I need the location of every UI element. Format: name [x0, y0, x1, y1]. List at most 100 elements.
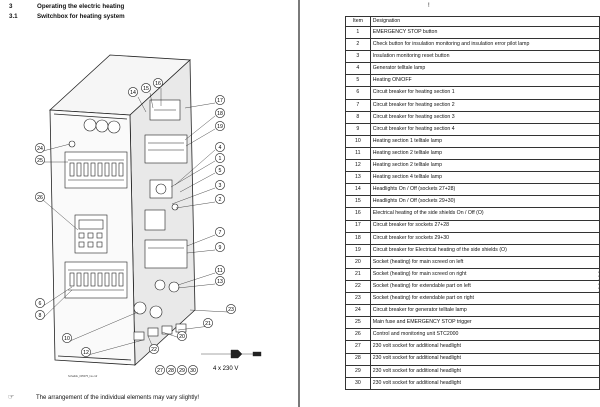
socket-icon — [149, 305, 163, 319]
designation-text: Check button for insulation monitoring a… — [369, 38, 600, 52]
callout-circle — [215, 108, 225, 118]
callout-circle — [153, 78, 163, 88]
callout-number: 10 — [64, 336, 70, 342]
footnote-text: The arrangement of the individual elemen… — [36, 395, 200, 401]
callout-12: 12 — [81, 347, 91, 357]
item-number: 1 — [345, 25, 371, 40]
callout-number: 15 — [143, 86, 149, 92]
designation-text: Socket (heating) for main screed on righ… — [369, 267, 600, 281]
column-header-designation: Designation — [369, 16, 600, 27]
item-number: 19 — [345, 243, 371, 257]
callout-circle — [35, 155, 45, 165]
callout-14: 14 — [128, 87, 138, 97]
callout-number: 30 — [190, 368, 196, 374]
designation-text: Circuit breaker for heating section 4 — [369, 122, 600, 136]
callout-circle — [155, 365, 165, 375]
designation-text: Circuit breaker for generator telltale l… — [369, 304, 600, 318]
designation-text: 230 volt socket for additional headlight — [369, 340, 600, 354]
callout-number: 26 — [37, 195, 43, 201]
designation-text: Circuit breaker for heating section 1 — [369, 86, 600, 100]
table-header-row: Item Designation — [345, 16, 600, 27]
callout-circle — [177, 365, 187, 375]
item-number: 12 — [345, 159, 371, 173]
callout-15: 15 — [141, 83, 151, 93]
item-number: 23 — [345, 292, 371, 306]
callout-circle — [35, 192, 45, 202]
item-number: 14 — [345, 183, 371, 197]
callout-29: 29 — [177, 365, 187, 375]
callout-circle — [215, 95, 225, 105]
designation-text: Heating section 2 telltale lamp — [369, 159, 600, 173]
designation-text: Circuit breaker for Electrical heating o… — [369, 243, 600, 257]
callout-number: 13 — [217, 279, 223, 285]
generator-telltale-lamp-icon — [68, 140, 76, 148]
callout-number: 19 — [217, 124, 223, 130]
callout-9: 9 — [215, 242, 225, 252]
callout-number: 29 — [179, 368, 185, 374]
callout-circle — [215, 180, 225, 190]
column-header-item: Item — [345, 16, 371, 27]
callout-circle — [141, 83, 151, 93]
callout-13: 13 — [215, 276, 225, 286]
callout-number: 1 — [219, 156, 222, 162]
callout-circle — [62, 333, 72, 343]
callout-27: 27 — [155, 365, 165, 375]
callout-circle — [226, 304, 236, 314]
callout-circle — [149, 344, 159, 354]
callout-3: 3 — [215, 180, 225, 190]
designation-text: Heating section 1 telltale lamp — [369, 134, 600, 148]
item-number: 16 — [345, 207, 371, 221]
designation-text: Main fuse and EMERGENCY STOP trigger — [369, 316, 600, 330]
callout-21: 21 — [203, 318, 213, 328]
callout-number: 7 — [219, 230, 222, 236]
callout-number: 28 — [168, 368, 174, 374]
item-number: 21 — [345, 267, 371, 281]
item-number: 3 — [345, 50, 371, 64]
callout-circle — [35, 310, 45, 320]
callout-number: 16 — [155, 81, 161, 87]
callout-circle — [81, 347, 91, 357]
callout-number: 2 — [219, 197, 222, 203]
callout-number: 5 — [219, 168, 222, 174]
section-title: Operating the electric heating — [37, 3, 125, 10]
callout-number: 23 — [228, 307, 234, 313]
item-number: 11 — [345, 146, 371, 161]
callout-5: 5 — [215, 165, 225, 175]
drawing-code: Schaltök_035075_lnu.cdr — [68, 375, 98, 378]
item-number: 5 — [345, 74, 371, 88]
callout-circle — [166, 365, 176, 375]
callout-10: 10 — [62, 333, 72, 343]
designation-text: Circuit breaker for sockets 27+28 — [369, 219, 600, 233]
callout-circle — [128, 87, 138, 97]
callout-19: 19 — [215, 121, 225, 131]
callout-6: 6 — [35, 298, 45, 308]
designation-text: 230 volt socket for additional headlight — [369, 352, 600, 366]
voltage-label: 4 x 230 V — [213, 366, 238, 372]
callout-circle — [215, 276, 225, 286]
emergency-stop-icon — [155, 183, 167, 195]
item-number: 2 — [345, 38, 371, 52]
callout-16: 16 — [153, 78, 163, 88]
callout-number: 22 — [151, 347, 157, 353]
left-page: 3 Operating the electric heating 3.1 Swi… — [0, 0, 298, 407]
callout-circle — [215, 227, 225, 237]
headlight-switch-2-icon — [95, 119, 109, 133]
designation-text: Insulation monitoring reset button — [369, 50, 600, 64]
item-number: 20 — [345, 255, 371, 269]
